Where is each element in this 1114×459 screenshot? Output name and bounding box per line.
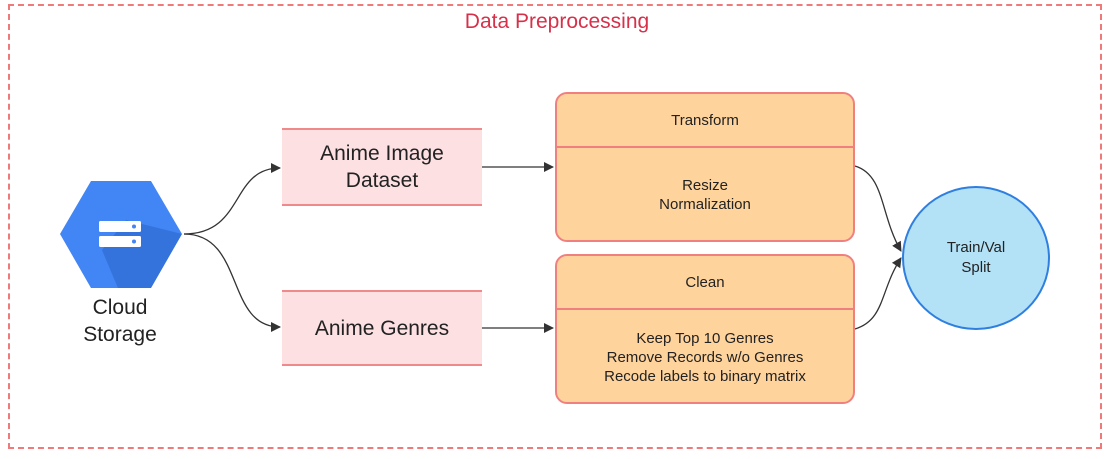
anime-image-dataset-line2: Dataset (345, 169, 419, 192)
clean-step: Recode labels to binary matrix (604, 367, 806, 385)
anime-image-dataset-line1: Anime Image (320, 142, 444, 165)
clean-step: Keep Top 10 Genres (636, 329, 774, 347)
arrow-clean-to-split (854, 257, 902, 330)
clean-step: Remove Records w/o Genres (606, 348, 804, 366)
transform-step: Normalization (659, 196, 751, 213)
transform-step: Resize (682, 177, 728, 194)
cloud-storage-label: Cloud Storage (60, 294, 180, 348)
arrow-transform-to-split (854, 165, 902, 252)
anime-image-dataset-node: Anime Image Dataset (282, 128, 482, 206)
arrow-storage-to-image-dataset (183, 163, 281, 235)
train-val-split-node: Train/Val Split (902, 186, 1050, 330)
diagram-title: Data Preprocessing (464, 10, 650, 33)
split-line2: Split (961, 259, 991, 276)
cloud-storage-label-line1: Cloud (92, 296, 148, 319)
clean-title: Clean (557, 256, 853, 310)
split-line1: Train/Val (946, 239, 1006, 256)
anime-genres-label: Anime Genres (314, 316, 450, 340)
transform-title: Transform (557, 94, 853, 148)
preprocessing-frame (8, 4, 1102, 449)
transform-node: Transform Resize Normalization (555, 92, 855, 242)
arrow-storage-to-genres (183, 233, 281, 332)
cloud-storage-label-line2: Storage (83, 323, 157, 346)
clean-node: Clean Keep Top 10 Genres Remove Records … (555, 254, 855, 404)
clean-steps: Keep Top 10 Genres Remove Records w/o Ge… (557, 310, 853, 402)
cloud-storage-icon (60, 181, 182, 288)
anime-genres-node: Anime Genres (282, 290, 482, 366)
transform-steps: Resize Normalization (557, 148, 853, 240)
